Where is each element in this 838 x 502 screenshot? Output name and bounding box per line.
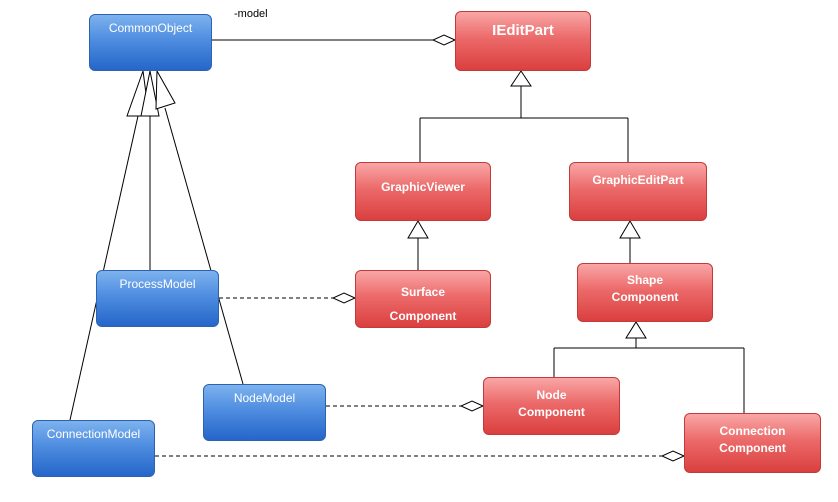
node-label: NodeModel xyxy=(233,391,296,405)
inheritance-line-nodemodel xyxy=(164,107,244,385)
node-common-object[interactable]: CommonObject xyxy=(89,14,212,71)
inheritance-arrow-processmodel xyxy=(140,70,160,117)
node-connection-component[interactable]: Connection Component xyxy=(684,413,821,473)
node-node-model[interactable]: NodeModel xyxy=(203,384,326,441)
node-label: GraphicEditPart xyxy=(592,173,684,187)
node-ieditpart[interactable]: IEditPart xyxy=(455,11,591,71)
aggregation-diamond-node xyxy=(459,400,485,412)
node-surface-component[interactable]: Surface Component xyxy=(355,270,491,328)
inheritance-arrow-nodemodel xyxy=(155,69,176,110)
aggregation-diamond-connection xyxy=(660,450,686,462)
node-label: CommonObject xyxy=(108,21,193,35)
node-label: Node Component xyxy=(518,388,585,419)
node-graphic-editpart[interactable]: GraphicEditPart xyxy=(569,162,707,221)
inheritance-arrow-graphicviewer xyxy=(407,220,429,239)
node-connection-model[interactable]: ConnectionModel xyxy=(32,420,155,477)
inheritance-arrow-shapecomponent xyxy=(625,321,647,339)
node-shape-component[interactable]: Shape Component xyxy=(577,263,713,322)
node-process-model[interactable]: ProcessModel xyxy=(96,270,219,327)
inheritance-arrow-graphiceditpart xyxy=(619,220,641,239)
node-label: GraphicViewer xyxy=(381,180,465,194)
node-label: Surface Component xyxy=(389,285,457,323)
association-label: -model xyxy=(234,8,268,20)
node-graphic-viewer[interactable]: GraphicViewer xyxy=(355,162,491,221)
node-node-component[interactable]: Node Component xyxy=(483,377,620,435)
aggregation-diamond-surface xyxy=(331,292,357,304)
inheritance-arrow-ieditpart xyxy=(510,70,532,87)
node-label: Connection Component xyxy=(719,424,786,455)
inheritance-line-connectionmodel xyxy=(69,115,139,421)
node-label: IEditPart xyxy=(492,22,554,39)
node-label: ProcessModel xyxy=(119,277,196,291)
node-label: Shape Component xyxy=(611,273,679,304)
node-label: ConnectionModel xyxy=(46,427,141,441)
aggregation-diamond xyxy=(431,34,457,46)
